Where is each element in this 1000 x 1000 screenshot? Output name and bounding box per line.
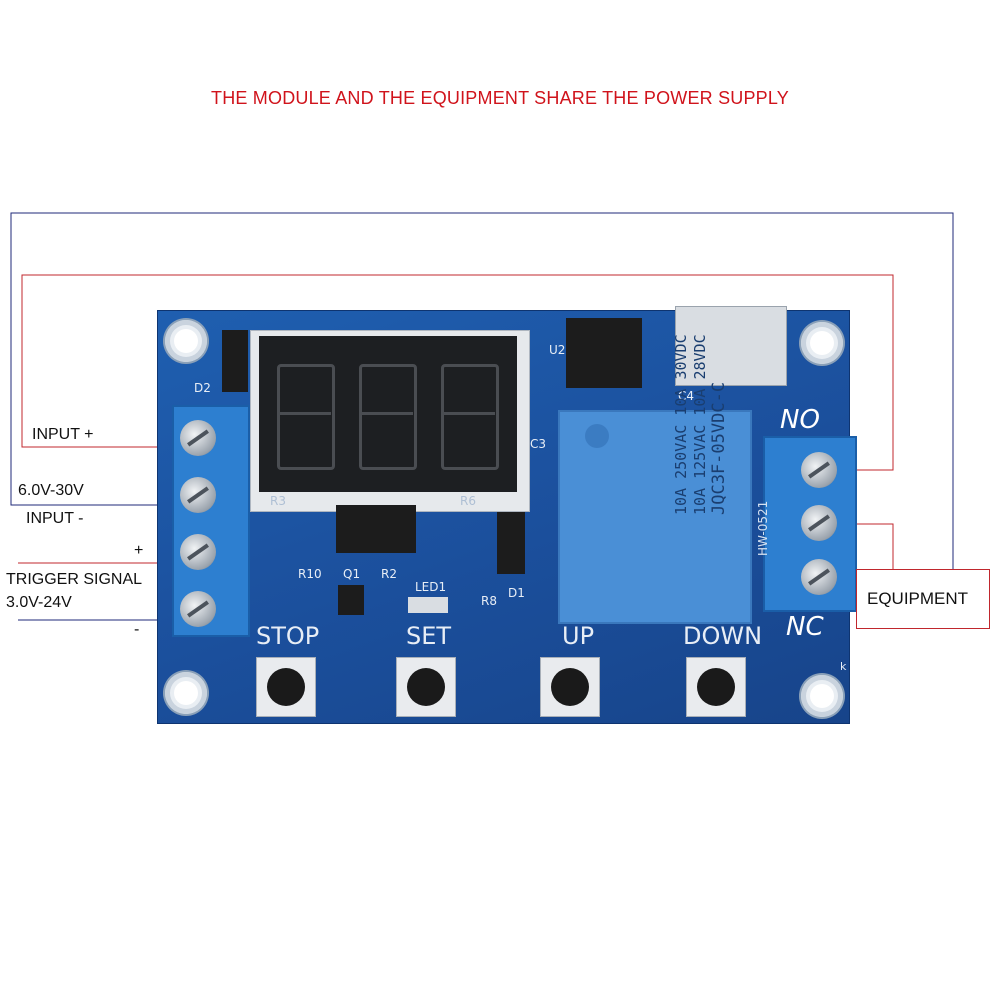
screw-terminal: [180, 591, 216, 627]
micro-usb-port: [675, 306, 787, 386]
screw-terminal: [180, 534, 216, 570]
silk-r6: R6: [460, 494, 476, 508]
down-label: DOWN: [683, 622, 763, 650]
mounting-hole: [801, 322, 843, 364]
relay-line-1: 10A 250VAC 10A 30VDC: [672, 334, 690, 515]
silk-r10: R10: [298, 567, 322, 581]
up-label: UP: [562, 622, 595, 650]
trigger-voltage-label: 3.0V-24V: [6, 594, 72, 611]
stop-button[interactable]: [256, 657, 316, 717]
input-plus-label: INPUT +: [32, 426, 94, 443]
no-label: NO: [780, 405, 820, 435]
set-label: SET: [406, 622, 452, 650]
mounting-hole: [801, 675, 843, 717]
equipment-box: [856, 569, 990, 629]
stop-label: STOP: [256, 622, 320, 650]
screw-terminal: [801, 505, 837, 541]
silk-q1: Q1: [343, 567, 361, 581]
digit-2: [359, 364, 417, 470]
silk-led1: LED1: [415, 580, 447, 594]
mounting-hole: [165, 320, 207, 362]
screw-terminal: [801, 452, 837, 488]
relay-line-3: JQC3F-05VDC-C: [709, 381, 729, 515]
silk-hw: HW-0521: [756, 500, 770, 556]
digit-3: [441, 364, 499, 470]
screw-terminal: [180, 420, 216, 456]
silk-r3: R3: [270, 494, 286, 508]
trigger-minus-label: -: [134, 621, 140, 638]
silk-k: k: [840, 660, 847, 673]
down-button[interactable]: [686, 657, 746, 717]
screw-terminal: [180, 477, 216, 513]
transistor-q1: [338, 585, 364, 615]
digit-1: [277, 364, 335, 470]
wire-red-supply: [21, 274, 894, 471]
set-button[interactable]: [396, 657, 456, 717]
diode-d1: [497, 512, 525, 574]
silk-r2: R2: [381, 567, 397, 581]
seven-segment-display: [259, 336, 517, 492]
down-button-cap: [697, 668, 735, 706]
set-button-cap: [407, 668, 445, 706]
up-button[interactable]: [540, 657, 600, 717]
led-1: [408, 597, 448, 613]
up-button-cap: [551, 668, 589, 706]
silk-r8: R8: [481, 594, 497, 608]
relay-line-2: 10A 125VAC 10A 28VDC: [691, 334, 709, 515]
mounting-hole: [165, 672, 207, 714]
diode-d2: [222, 330, 248, 392]
relay-label: 10A 250VAC 10A 30VDC 10A 125VAC 10A 28VD…: [672, 334, 729, 515]
chip-ic: [336, 505, 416, 553]
equipment-label: EQUIPMENT: [867, 589, 969, 608]
digit-3-mid: [443, 412, 495, 415]
silk-d1: D1: [508, 586, 525, 600]
trigger-label: TRIGGER SIGNAL: [6, 571, 143, 588]
silk-c4: C4: [678, 389, 695, 403]
nc-label: NC: [786, 612, 824, 642]
trigger-plus-label: +: [134, 542, 144, 559]
silk-c3: C3: [530, 437, 547, 451]
silk-d2: D2: [194, 381, 211, 395]
digit-2-mid: [361, 412, 413, 415]
relay-marker: [585, 424, 609, 448]
silk-u2: U2: [549, 343, 566, 357]
voltage-in-label: 6.0V-30V: [18, 482, 84, 499]
regulator-chip: [566, 318, 642, 388]
digit-1-mid: [279, 412, 331, 415]
diagram-title: THE MODULE AND THE EQUIPMENT SHARE THE P…: [211, 88, 789, 108]
input-minus-label: INPUT -: [26, 510, 84, 527]
screw-terminal: [801, 559, 837, 595]
stop-button-cap: [267, 668, 305, 706]
